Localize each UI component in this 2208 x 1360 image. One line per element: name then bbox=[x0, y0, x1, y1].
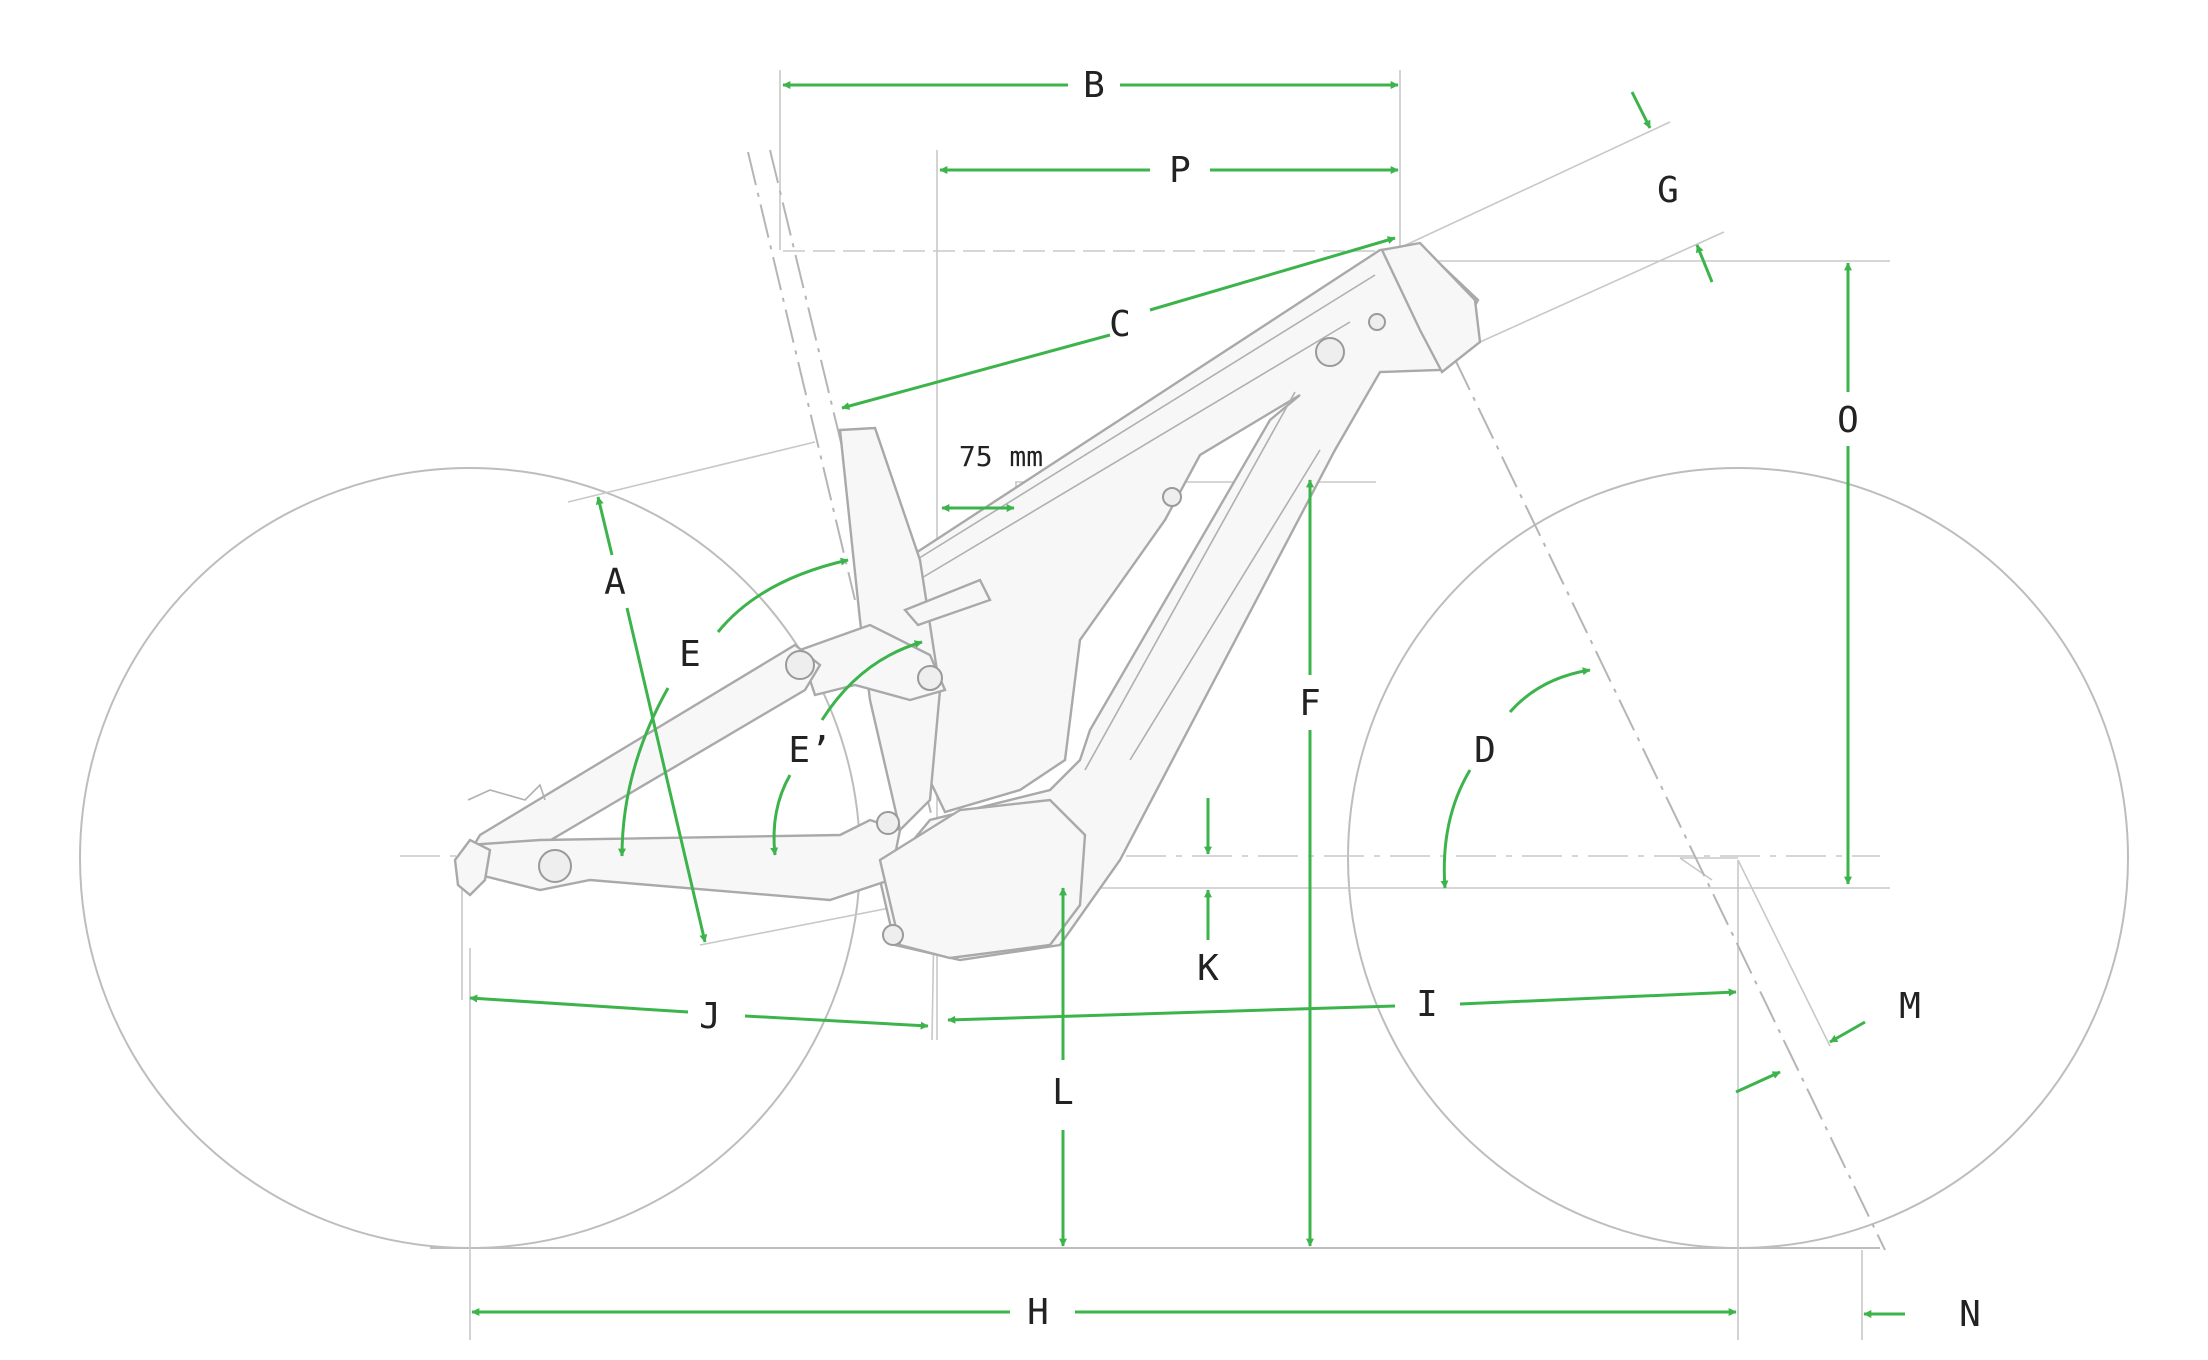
dimension-labels: B P G C O 75 mm A E F D E’ K M I J L H N bbox=[604, 65, 1981, 1335]
dim-m-bottom bbox=[1735, 1070, 1781, 1094]
label-c: C bbox=[1109, 304, 1131, 345]
label-p: P bbox=[1169, 150, 1191, 191]
dim-g-top bbox=[1630, 91, 1652, 129]
bike-frame bbox=[453, 241, 1482, 962]
label-i: I bbox=[1416, 984, 1438, 1025]
label-75mm: 75 mm bbox=[959, 440, 1043, 473]
dim-a-bottom bbox=[625, 607, 708, 943]
dim-eprime-upper bbox=[820, 640, 923, 721]
dim-a-top bbox=[595, 496, 614, 556]
dim-c-lower bbox=[841, 333, 1111, 410]
dimension-arrows bbox=[469, 81, 1905, 1318]
dim-e-lower bbox=[618, 687, 670, 857]
label-d: D bbox=[1474, 730, 1496, 771]
label-k: K bbox=[1197, 948, 1219, 989]
label-eprime: E’ bbox=[788, 730, 831, 771]
label-e: E bbox=[679, 634, 701, 675]
dim-eprime-lower bbox=[770, 774, 792, 856]
dim-i-right bbox=[1459, 988, 1737, 1006]
label-j: J bbox=[699, 996, 721, 1037]
label-f: F bbox=[1299, 683, 1321, 724]
dim-m-top bbox=[1829, 1020, 1866, 1044]
dim-i-left bbox=[947, 1004, 1396, 1024]
label-h: H bbox=[1027, 1292, 1049, 1333]
label-m: M bbox=[1899, 986, 1921, 1027]
dim-j-left bbox=[469, 994, 689, 1014]
dim-g-bottom bbox=[1695, 244, 1714, 283]
label-o: O bbox=[1837, 400, 1859, 441]
construction-lines bbox=[400, 70, 1890, 1340]
label-n: N bbox=[1959, 1294, 1981, 1335]
label-a: A bbox=[604, 562, 626, 603]
dim-d-upper bbox=[1508, 667, 1591, 713]
label-l: L bbox=[1052, 1072, 1074, 1113]
dim-d-lower bbox=[1440, 769, 1472, 889]
dim-j-right bbox=[744, 1014, 929, 1030]
dim-c-upper bbox=[1149, 236, 1396, 312]
label-b: B bbox=[1083, 65, 1105, 106]
dim-e-upper bbox=[716, 557, 849, 633]
label-g: G bbox=[1657, 170, 1679, 211]
